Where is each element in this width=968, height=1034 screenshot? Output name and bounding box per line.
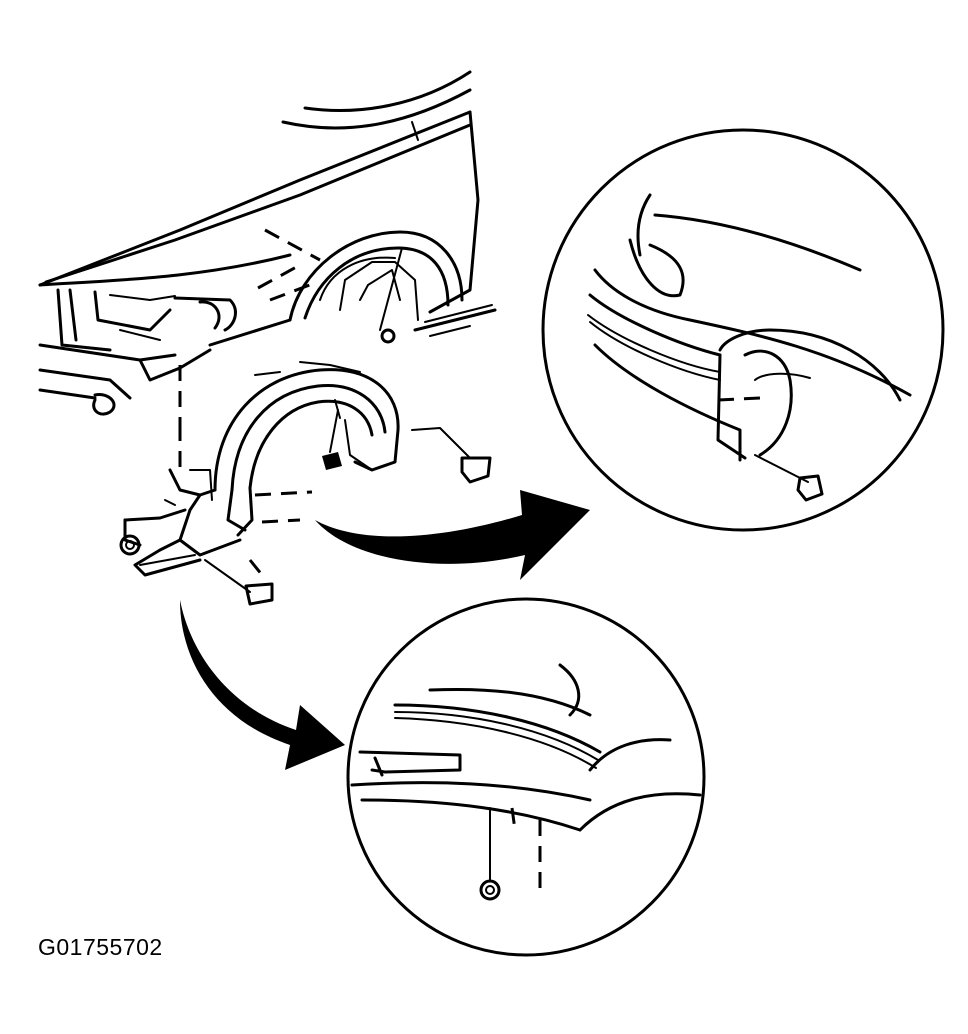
fastener-clip-rear: [411, 427, 492, 484]
detail-view-lower-fastener: [346, 597, 706, 957]
fastener-nut-lower: [204, 559, 274, 606]
fastener-push-pin-upper: [322, 247, 403, 470]
fender-panel: [38, 70, 497, 416]
fastener-screw-front: [119, 534, 141, 556]
figure-id-label: G01755702: [38, 934, 163, 960]
wheelhouse-liner: [123, 361, 400, 577]
arrow-to-upper-detail: [315, 490, 590, 580]
detail-view-rear-fastener: [541, 128, 945, 532]
arrow-to-lower-detail: [180, 600, 345, 770]
